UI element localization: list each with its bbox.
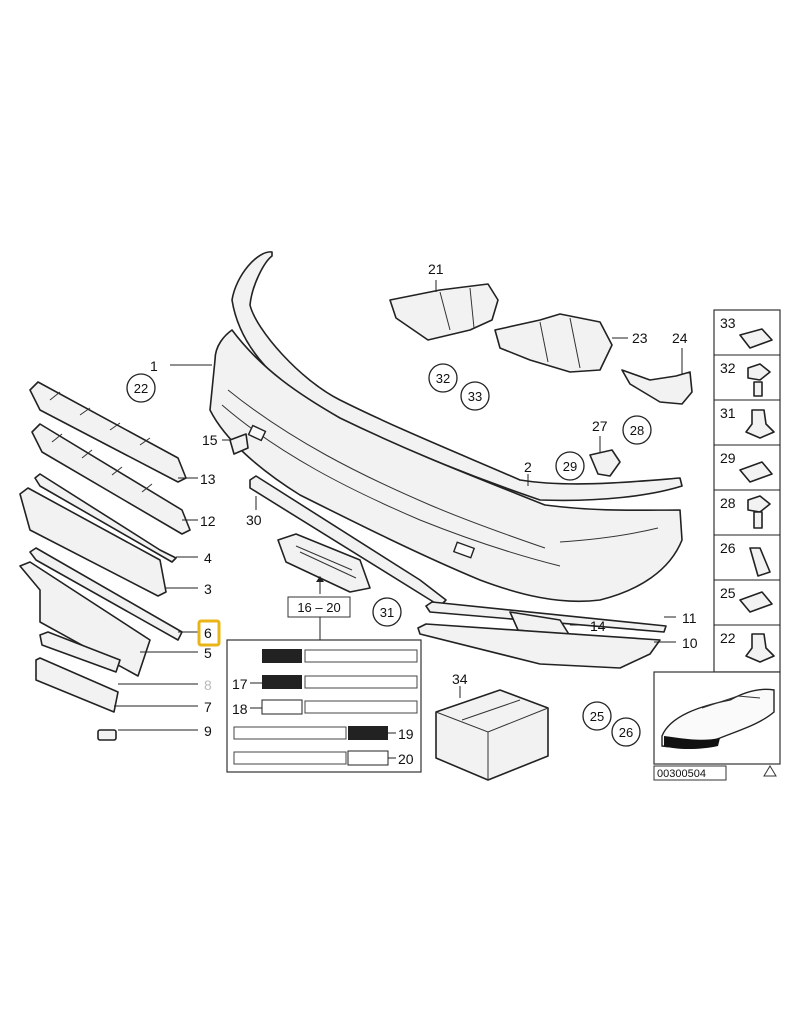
callout-27: 27 xyxy=(592,418,608,434)
grille-bar-variants xyxy=(233,649,418,766)
callout-30: 30 xyxy=(246,512,262,528)
circled-25: 25 xyxy=(590,709,604,724)
callout-1: 1 xyxy=(150,358,158,374)
sidebar-label-7: 25 xyxy=(720,585,736,601)
circled-31: 31 xyxy=(380,605,394,620)
circled-32: 32 xyxy=(436,371,450,386)
circled-26: 26 xyxy=(619,725,633,740)
circled-33: 33 xyxy=(468,389,482,404)
callout-21: 21 xyxy=(428,261,444,277)
callout-6-highlight[interactable] xyxy=(197,619,221,647)
sidebar-label-4: 29 xyxy=(720,450,736,466)
air-duct-center xyxy=(494,313,613,373)
car-thumbnail xyxy=(653,671,781,765)
sidebar-label-3: 31 xyxy=(720,405,736,421)
doc-number-frame xyxy=(653,765,727,781)
callout-12: 12 xyxy=(200,513,216,529)
callout-9: 9 xyxy=(204,723,212,739)
sidebar-label-1: 33 xyxy=(720,315,736,331)
callout-19: 19 xyxy=(398,726,414,742)
kidney-grille-part xyxy=(277,533,371,593)
callout-24: 24 xyxy=(672,330,688,346)
grille-stack xyxy=(19,381,191,741)
callout-8: 8 xyxy=(204,677,212,693)
leader-lines xyxy=(114,280,683,759)
callout-34: 34 xyxy=(452,671,468,687)
sidebar-label-5: 28 xyxy=(720,495,736,511)
callout-15: 15 xyxy=(202,432,218,448)
callout-6: 6 xyxy=(204,625,212,641)
circled-29: 29 xyxy=(563,459,577,474)
circled-callouts: 22 32 33 28 29 31 25 26 xyxy=(126,363,652,747)
callout-2: 2 xyxy=(524,459,532,475)
front-bumper-part xyxy=(209,251,683,603)
air-duct-left xyxy=(389,283,499,341)
callout-3: 3 xyxy=(204,581,212,597)
callout-7: 7 xyxy=(204,699,212,715)
group-label: 16 – 20 xyxy=(297,600,340,615)
warning-triangle-icon xyxy=(763,765,777,777)
callout-13: 13 xyxy=(200,471,216,487)
clip-part xyxy=(589,449,621,477)
circled-28: 28 xyxy=(630,423,644,438)
sidebar-label-6: 26 xyxy=(720,540,736,556)
sidebar-label-8: 22 xyxy=(720,630,736,646)
package-box-part xyxy=(435,689,549,781)
trim-strip xyxy=(249,475,447,607)
doc-number: 00300504 xyxy=(657,768,706,780)
callout-18: 18 xyxy=(232,701,248,717)
callout-5: 5 xyxy=(204,645,212,661)
air-duct-bracket-right xyxy=(621,369,693,405)
circled-22: 22 xyxy=(134,381,148,396)
callout-11: 11 xyxy=(682,610,697,626)
callout-20: 20 xyxy=(398,751,414,767)
callout-17: 17 xyxy=(232,676,248,692)
callout-14: 14 xyxy=(590,618,606,634)
hardware-sidebar xyxy=(713,309,781,673)
lower-strips xyxy=(417,601,667,669)
cover-cap-part xyxy=(229,433,249,455)
callout-4: 4 xyxy=(204,550,212,566)
group-label-frame xyxy=(287,596,351,618)
sidebar-labels: 33 32 31 29 28 26 25 22 xyxy=(720,315,736,646)
callout-23: 23 xyxy=(632,330,648,346)
part-callouts: 1 2 21 23 24 27 15 13 12 30 4 3 5 8 7 9 … xyxy=(150,261,698,767)
sidebar-label-2: 32 xyxy=(720,360,736,376)
callout-10: 10 xyxy=(682,635,698,651)
